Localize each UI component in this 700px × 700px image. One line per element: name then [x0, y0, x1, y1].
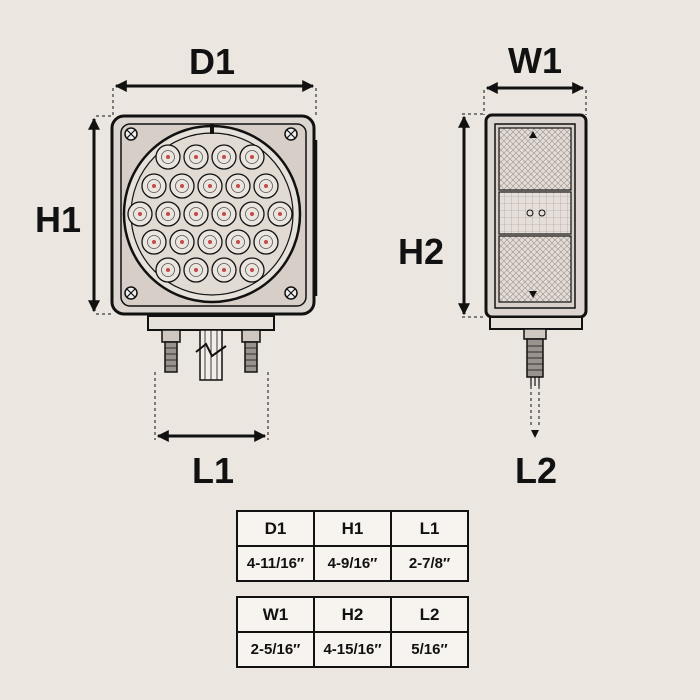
label-d1: D1 — [189, 41, 235, 82]
led-ring — [245, 207, 259, 221]
led-dot — [222, 155, 226, 159]
side-dimensions — [458, 82, 587, 438]
led-dot — [264, 240, 268, 244]
led-dot — [236, 184, 240, 188]
value-w1: 2-5/16″ — [236, 631, 315, 668]
led-ring — [147, 179, 161, 193]
value-h2: 4-15/16″ — [313, 631, 392, 668]
led-ring — [175, 235, 189, 249]
led-ring — [259, 235, 273, 249]
led-dot — [194, 155, 198, 159]
side-lamp — [484, 113, 588, 386]
value-l2: 5/16″ — [390, 631, 469, 668]
led-ring — [189, 207, 203, 221]
led-dot — [222, 268, 226, 272]
led-dot — [250, 155, 254, 159]
led-dot — [180, 184, 184, 188]
led-dot — [166, 155, 170, 159]
led-ring — [147, 235, 161, 249]
led-ring — [203, 235, 217, 249]
led-ring — [133, 207, 147, 221]
led-ring — [161, 150, 175, 164]
spec-table-1: D1 H1 L1 4-11/16″ 4-9/16″ 2-7/8″ — [236, 510, 469, 582]
led-dot — [264, 184, 268, 188]
value-l1: 2-7/8″ — [390, 545, 469, 582]
header-w1: W1 — [236, 596, 315, 633]
led-dot — [152, 184, 156, 188]
label-w1: W1 — [508, 40, 562, 81]
header-h1: H1 — [313, 510, 392, 547]
label-l1: L1 — [192, 450, 234, 491]
led-ring — [245, 150, 259, 164]
front-lamp — [110, 114, 318, 381]
led-dot — [236, 240, 240, 244]
led-ring — [273, 207, 287, 221]
led-dot — [208, 240, 212, 244]
label-h1: H1 — [35, 199, 81, 240]
led-dot — [180, 240, 184, 244]
led-dot — [278, 212, 282, 216]
header-l2: L2 — [390, 596, 469, 633]
led-ring — [217, 207, 231, 221]
value-d1: 4-11/16″ — [236, 545, 315, 582]
led-dot — [208, 184, 212, 188]
spec-table-2: W1 H2 L2 2-5/16″ 4-15/16″ 5/16″ — [236, 596, 469, 668]
led-ring — [203, 179, 217, 193]
led-dot — [222, 212, 226, 216]
led-ring — [231, 179, 245, 193]
label-h2: H2 — [398, 231, 444, 272]
led-dot — [194, 212, 198, 216]
header-l1: L1 — [390, 510, 469, 547]
led-dot — [250, 268, 254, 272]
led-ring — [189, 263, 203, 277]
led-ring — [175, 179, 189, 193]
led-dot — [166, 268, 170, 272]
led-ring — [217, 150, 231, 164]
led-dot — [250, 212, 254, 216]
header-d1: D1 — [236, 510, 315, 547]
led-ring — [161, 263, 175, 277]
led-dot — [194, 268, 198, 272]
value-h1: 4-9/16″ — [313, 545, 392, 582]
header-h2: H2 — [313, 596, 392, 633]
led-ring — [217, 263, 231, 277]
led-dot — [166, 212, 170, 216]
led-dot — [152, 240, 156, 244]
led-array — [127, 144, 293, 283]
led-ring — [161, 207, 175, 221]
led-ring — [259, 179, 273, 193]
front-dimensions — [88, 80, 317, 442]
led-ring — [245, 263, 259, 277]
led-ring — [189, 150, 203, 164]
led-ring — [231, 235, 245, 249]
led-dot — [138, 212, 142, 216]
screw-icon — [124, 127, 298, 300]
label-l2: L2 — [515, 450, 557, 491]
